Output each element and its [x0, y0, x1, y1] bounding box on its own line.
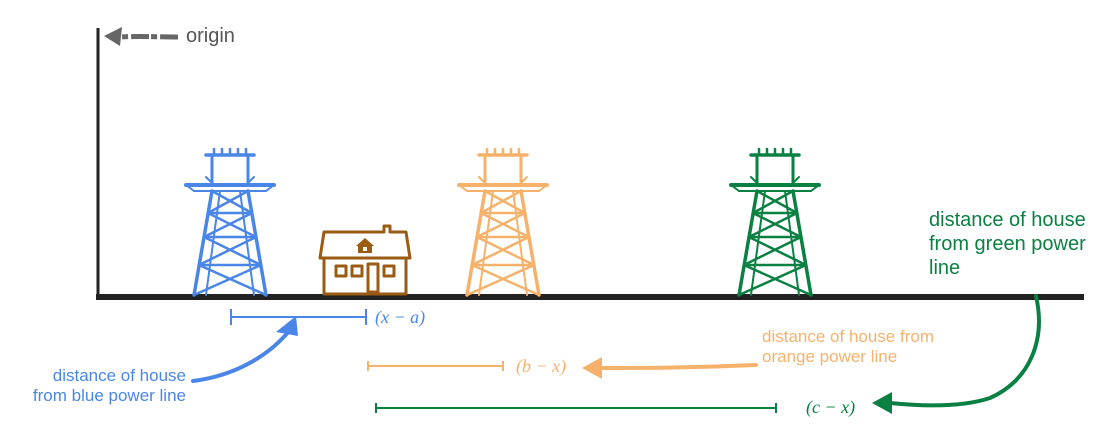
- green-note-line-1: distance of house: [929, 209, 1086, 231]
- blue-note-line-1: distance of house: [52, 366, 186, 385]
- blue-power-tower: [184, 147, 276, 297]
- green-note: distance of house from green power line: [929, 208, 1086, 280]
- green-expression: (c − x): [806, 397, 856, 417]
- green-note-line-3: line: [929, 257, 961, 279]
- blue-note: distance of house from blue power line: [4, 366, 186, 407]
- origin-label: origin: [186, 25, 235, 47]
- orange-note: distance of house from orange power line: [762, 327, 934, 368]
- green-power-tower: [729, 147, 821, 297]
- orange-note-line-2: orange power line: [762, 347, 898, 367]
- house: [318, 224, 412, 296]
- green-note-line-2: from green power: [929, 233, 1086, 255]
- orange-distance-bar: [367, 361, 504, 371]
- blue-note-arrow: [191, 316, 298, 383]
- origin-arrow: [104, 27, 179, 46]
- green-distance-bar: [375, 403, 777, 413]
- orange-power-tower: [457, 147, 549, 297]
- blue-expression: (x − a): [375, 307, 426, 327]
- orange-expression: (b − x): [516, 356, 567, 376]
- green-note-arrow: [872, 294, 1041, 414]
- orange-note-arrow: [582, 357, 758, 379]
- orange-note-line-1: distance of house from: [762, 327, 934, 346]
- blue-note-line-2: from blue power line: [32, 386, 186, 406]
- blue-distance-bar: [230, 309, 367, 325]
